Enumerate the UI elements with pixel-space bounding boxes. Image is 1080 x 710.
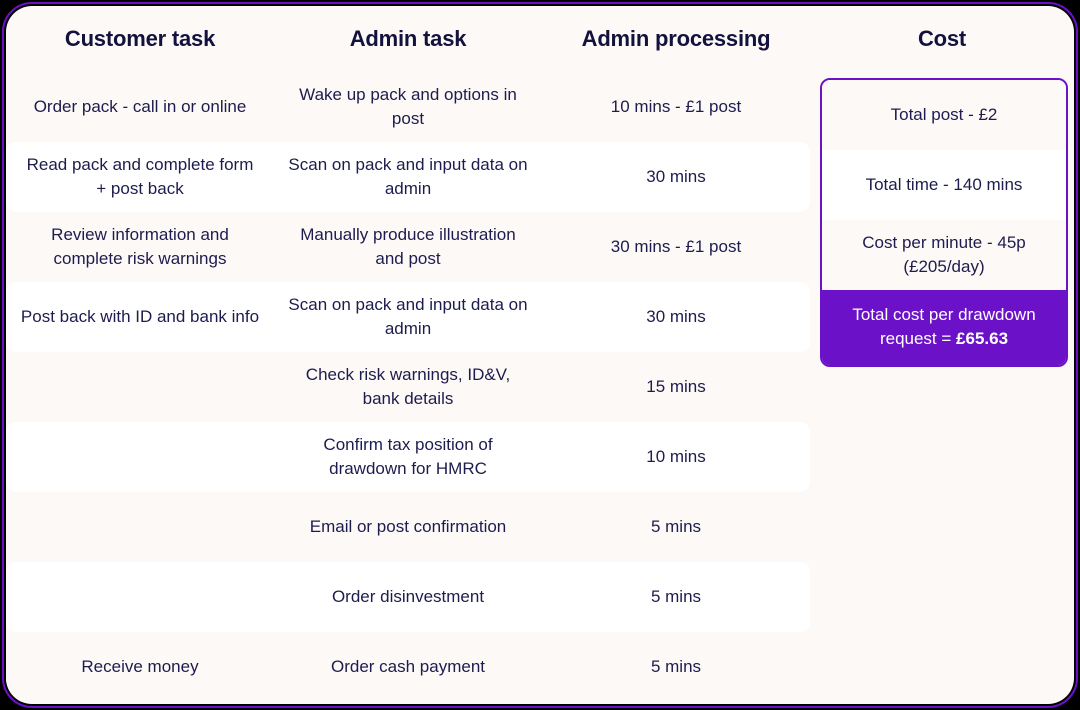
cell-admin-task: Wake up pack and options in post: [299, 85, 517, 128]
cell-admin-task: Scan on pack and input data on admin: [288, 155, 528, 198]
table-row: Check risk warnings, ID&V, bank details …: [6, 352, 810, 422]
cell-admin-task: Confirm tax position of drawdown for HMR…: [323, 435, 493, 478]
table-row: Post back with ID and bank info Scan on …: [6, 282, 810, 352]
cell-admin-processing: 10 mins - £1 post: [610, 97, 742, 116]
cost-line-total-time: Total time - 140 mins: [822, 150, 1066, 220]
cost-line-total-post: Total post - £2: [822, 80, 1066, 150]
cost-line-cost-per-minute: Cost per minute - 45p (£205/day): [822, 220, 1066, 290]
cell-admin-task: Email or post confirmation: [309, 517, 507, 536]
column-header-admin-task: Admin task: [349, 26, 467, 51]
column-header-admin-processing: Admin processing: [581, 26, 771, 51]
column-header-customer-task: Customer task: [64, 26, 216, 51]
table-row: Read pack and complete form + post back …: [6, 142, 810, 212]
cost-total-amount: £65.63: [956, 329, 1009, 348]
cell-customer-task: Review information and complete risk war…: [51, 225, 229, 268]
cell-admin-processing: 15 mins: [646, 377, 706, 396]
column-header-cost: Cost: [917, 26, 967, 51]
cell-customer-task: Post back with ID and bank info: [20, 307, 260, 326]
cost-summary-card: Total post - £2 Total time - 140 mins Co…: [820, 78, 1068, 367]
cell-admin-task: Order cash payment: [330, 657, 485, 676]
cell-admin-task: Manually produce illustration and post: [300, 225, 516, 268]
cell-customer-task: Read pack and complete form + post back: [26, 155, 254, 198]
table-row: Confirm tax position of drawdown for HMR…: [6, 422, 810, 492]
cell-admin-processing: 5 mins: [650, 657, 702, 676]
cell-admin-processing: 30 mins: [646, 167, 706, 186]
cell-admin-processing: 30 mins: [646, 307, 706, 326]
cost-total-footer: Total cost per drawdown request = £65.63: [822, 290, 1066, 365]
cell-admin-task: Check risk warnings, ID&V, bank details: [305, 365, 511, 408]
cell-admin-processing: 5 mins: [650, 587, 702, 606]
cell-admin-processing: 5 mins: [650, 517, 702, 536]
cost-total-label: Total cost per drawdown request =: [852, 305, 1036, 348]
table-row: Receive money Order cash payment 5 mins: [6, 632, 810, 702]
table-row: Order disinvestment 5 mins: [6, 562, 810, 632]
cell-admin-processing: 10 mins: [646, 447, 706, 466]
table-body: Order pack - call in or online Wake up p…: [6, 72, 810, 702]
table-row: Order pack - call in or online Wake up p…: [6, 72, 810, 142]
cell-admin-task: Scan on pack and input data on admin: [288, 295, 528, 338]
cell-customer-task: Order pack - call in or online: [33, 97, 247, 116]
cell-admin-task: Order disinvestment: [331, 587, 485, 606]
table-row: Review information and complete risk war…: [6, 212, 810, 282]
table-row: Email or post confirmation 5 mins: [6, 492, 810, 562]
table-card: Customer task Admin task Admin processin…: [6, 6, 1074, 704]
cell-admin-processing: 30 mins - £1 post: [610, 237, 742, 256]
table-header-row: Customer task Admin task Admin processin…: [6, 6, 1074, 72]
cell-customer-task: Receive money: [81, 657, 199, 676]
